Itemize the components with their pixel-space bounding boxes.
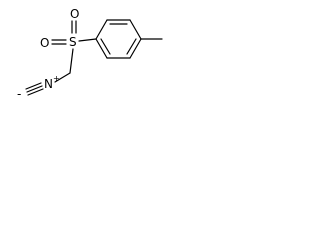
isocyano-triple-3 [27,88,44,96]
ring-bond-6 [95,38,108,59]
isocyano-triple-1 [25,82,42,90]
ring-double-bond-b [126,38,137,55]
nitrogen-label: N [44,77,53,91]
sulfur-methylene-bond [69,48,74,74]
sulfur-label: S [69,35,77,49]
ring-bond-4 [129,38,142,59]
oxygen-left-label: O [40,36,49,50]
ring-double-bond-c [100,38,111,55]
isocyano-triple-2 [26,85,43,93]
terminal-carbon-charge-label: - [17,87,21,101]
oxygen-top-label: O [70,7,79,21]
benzene-ring [95,19,142,59]
nitrogen-charge-label: + [53,74,60,83]
ring-bond-3 [129,19,142,40]
ring-bond-1 [95,19,108,40]
molecule-diagram: O S O N + - [17,7,163,101]
methylene-nitrogen-bond [54,72,71,83]
sulfur-ring-bond [78,38,97,42]
